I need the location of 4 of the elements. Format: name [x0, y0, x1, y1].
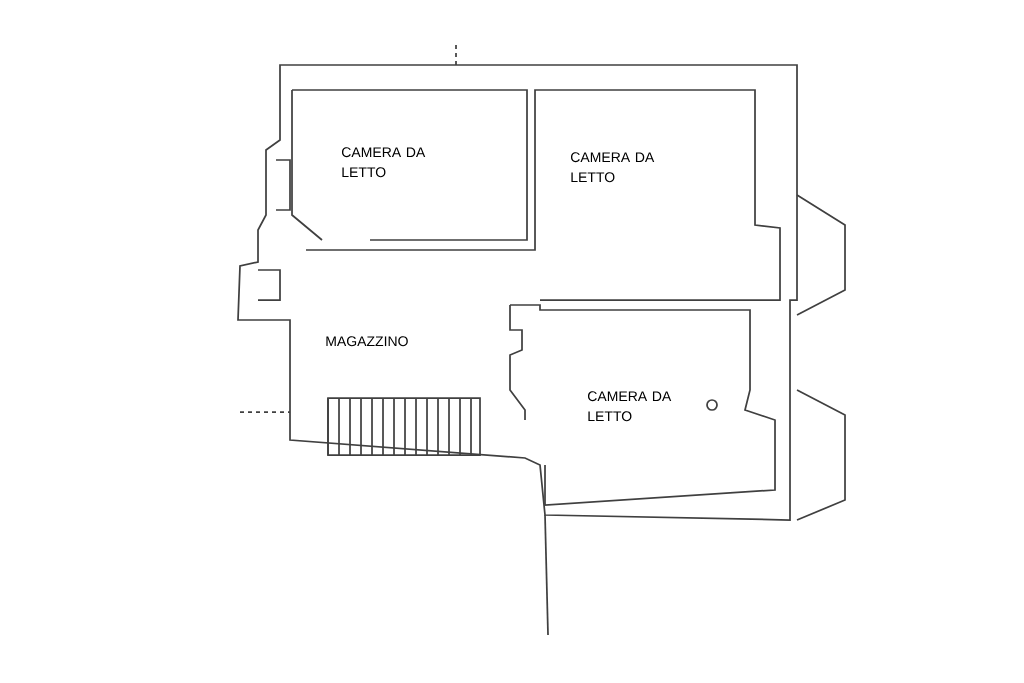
- room-label: CAMERA DA LETTO: [571, 152, 655, 183]
- room-label: CAMERA DA LETTO: [342, 147, 426, 178]
- room-label: MAGAZZINO: [326, 336, 408, 347]
- room-label: CAMERA DA LETTO: [588, 391, 672, 422]
